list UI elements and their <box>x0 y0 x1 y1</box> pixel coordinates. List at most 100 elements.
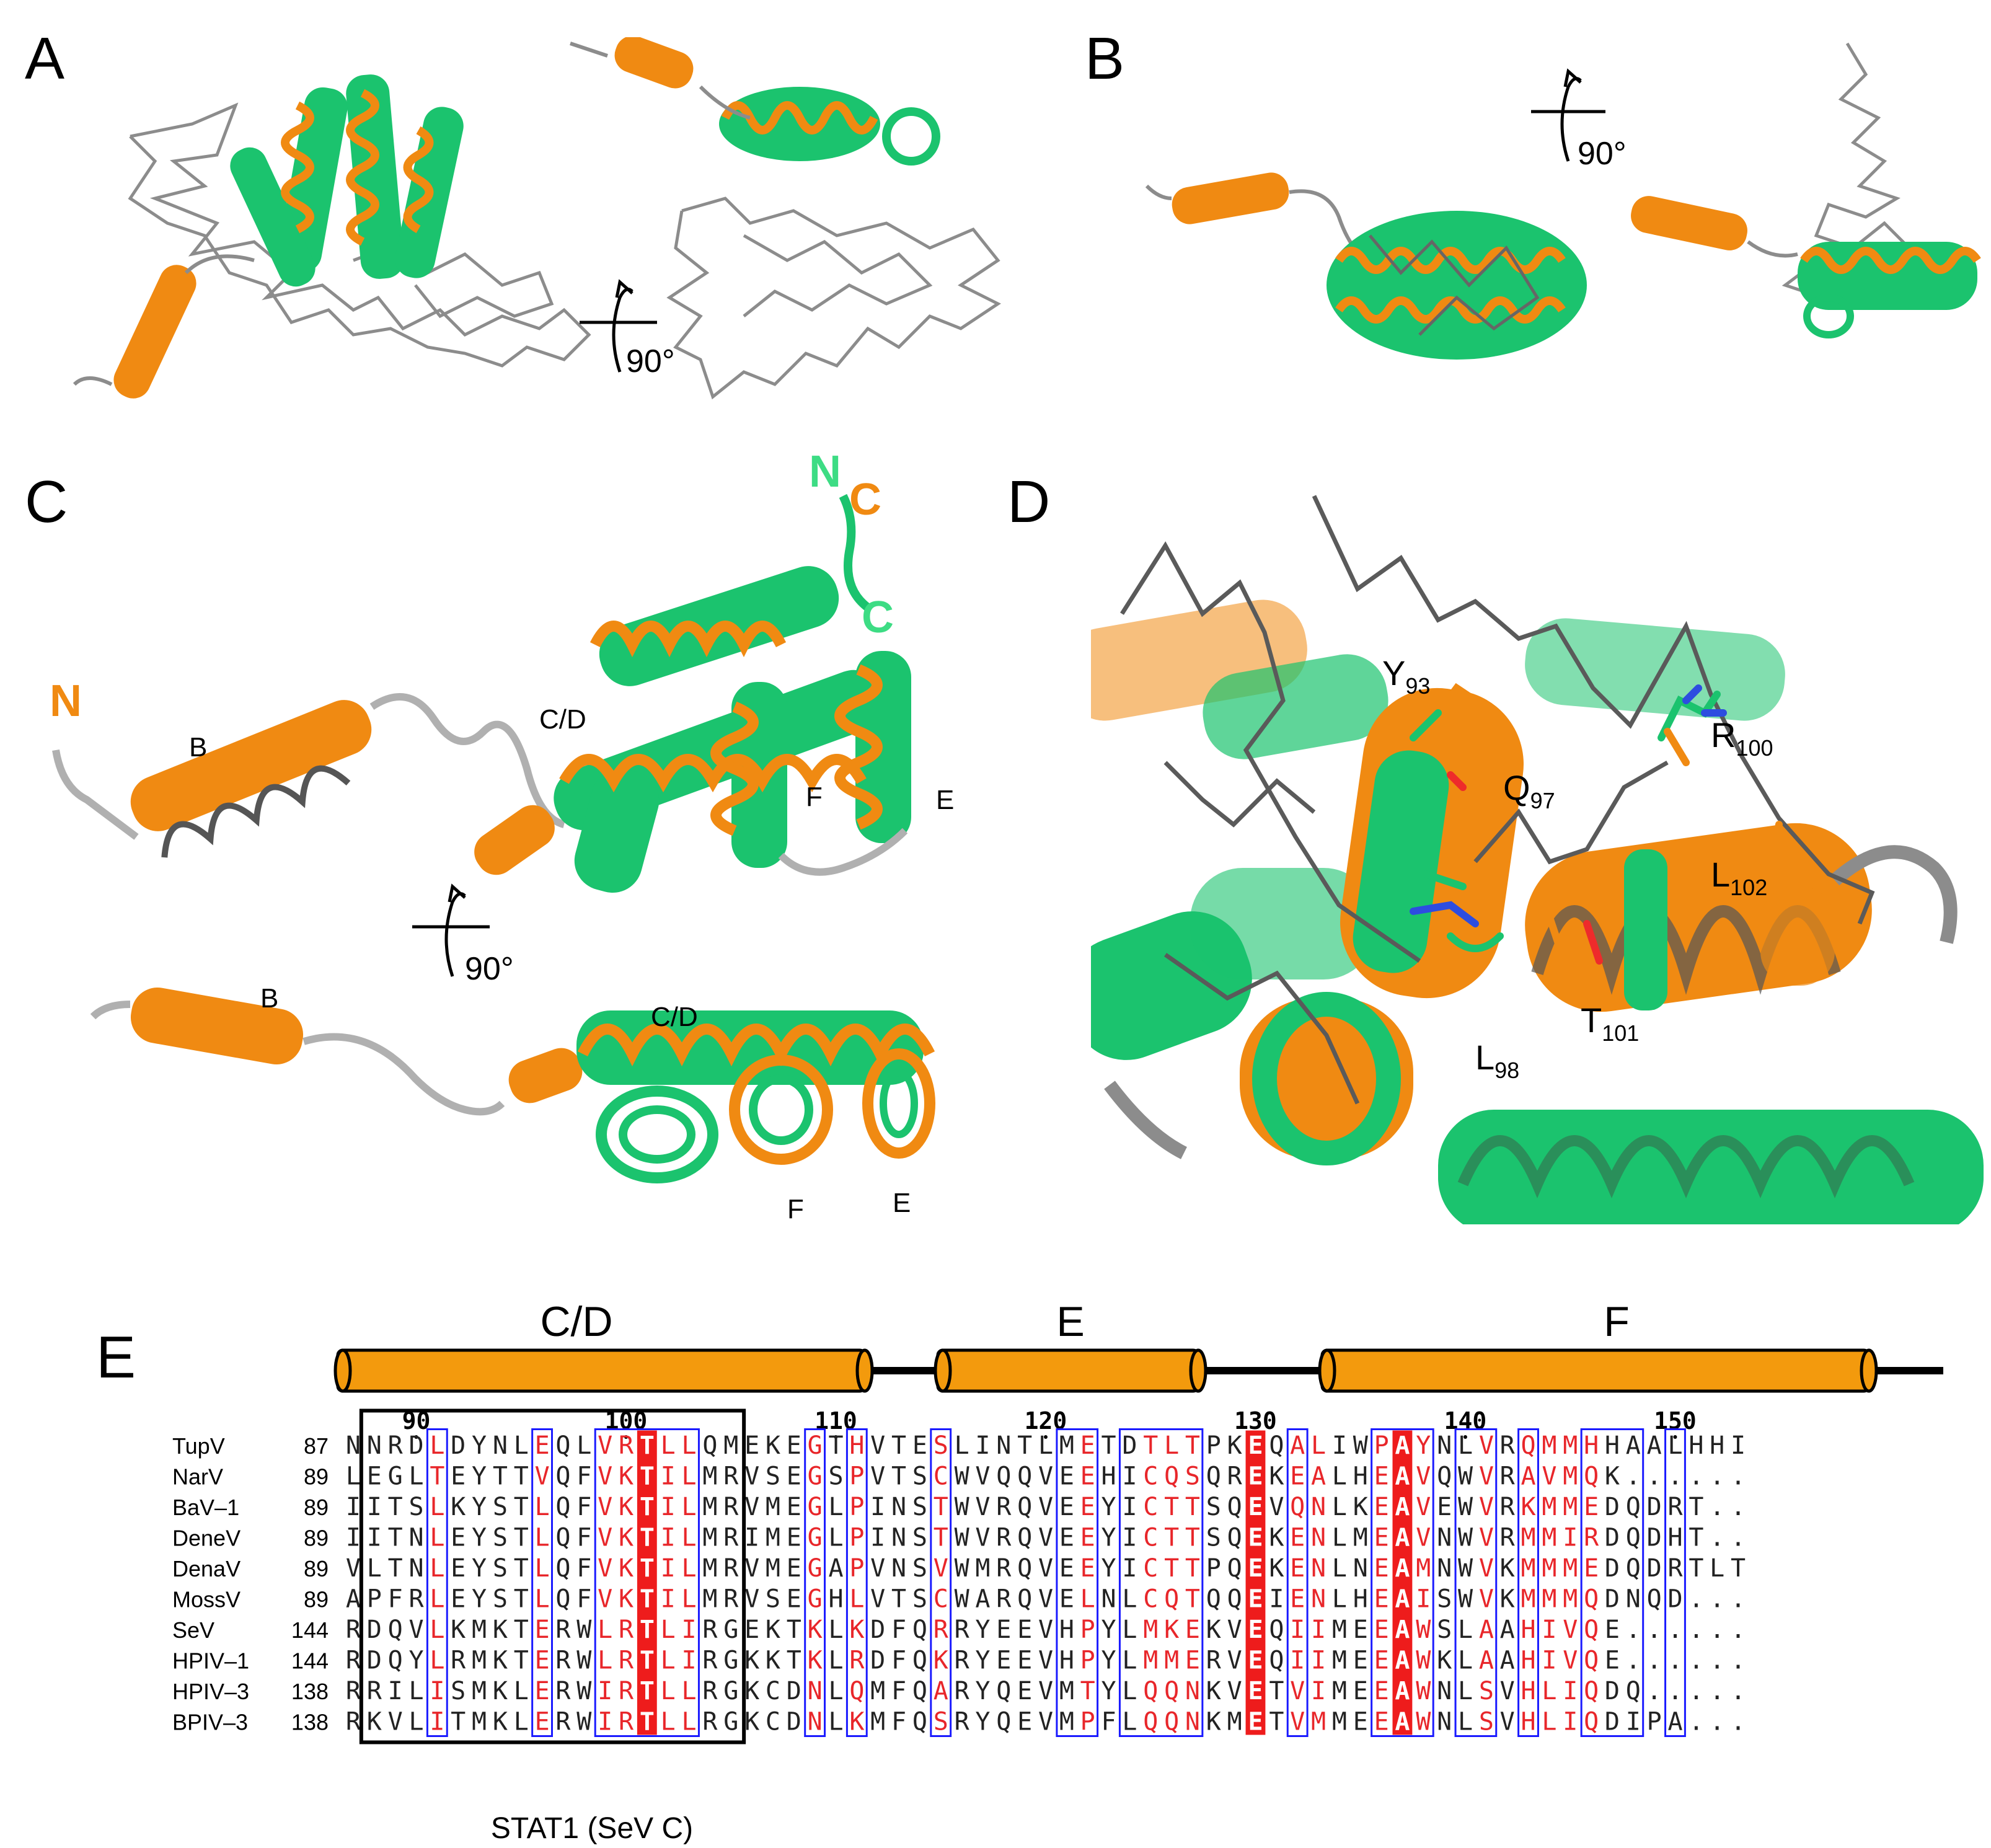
identical-column <box>637 1430 657 1735</box>
panel-d-structure: Y93 R100 Q97 L102 T101 L98 <box>1091 490 1990 1224</box>
c-helix-f-label-bottom: F <box>787 1194 804 1224</box>
similarity-box <box>594 1428 700 1737</box>
similarity-box <box>1371 1428 1434 1737</box>
sequence-name: DeneV <box>172 1526 241 1551</box>
svg-text:Q97: Q97 <box>1503 768 1555 813</box>
similarity-box <box>804 1428 826 1737</box>
c-n-terminus-orange: N <box>50 676 82 726</box>
c-helix-cd-label-bottom: C/D <box>651 1002 698 1032</box>
residue-label-y93: Y93 <box>1382 653 1430 699</box>
residue-label-l98: L98 <box>1475 1038 1519 1083</box>
ruler-tick <box>1463 1435 1467 1439</box>
ruler-tick <box>1043 1435 1048 1439</box>
ruler-tick <box>834 1435 838 1439</box>
stat1-region-box <box>359 1408 746 1744</box>
residue-label-l102: L102 <box>1711 855 1767 900</box>
c-helix-e-label: E <box>936 785 954 815</box>
rotation-arrow <box>412 883 490 977</box>
svg-text:Y93: Y93 <box>1382 653 1430 699</box>
ruler-tick-label: 140 <box>1444 1407 1487 1435</box>
sequence-name: HPIV–3 <box>172 1679 249 1704</box>
similarity-box <box>531 1428 554 1737</box>
rotation-arrow <box>1531 68 1605 162</box>
residue-label-t101: T101 <box>1581 1001 1639 1046</box>
similarity-box <box>1286 1428 1309 1737</box>
svg-text:R100: R100 <box>1711 715 1773 761</box>
sequence-start: 138 <box>291 1710 329 1735</box>
b-right-molecule <box>1631 196 1981 338</box>
rotation-label: 90° <box>1578 136 1627 172</box>
stat1-box-label: STAT1 (SeV C) <box>491 1812 693 1845</box>
b-left-molecule <box>1145 172 1587 360</box>
panel-a-structure: 90° <box>73 37 1001 400</box>
svg-text:L102: L102 <box>1711 855 1767 900</box>
panel-c-structure: N B C/D F E N C C 90° B C/D F E <box>50 447 954 1224</box>
sequence-start: 87 <box>304 1433 329 1459</box>
c-top-view <box>52 493 911 893</box>
c-c-terminus-green: C <box>862 593 894 642</box>
c-helix-b-label-bottom: B <box>260 983 278 1014</box>
similarity-box <box>1580 1428 1644 1737</box>
panel-label-e: E <box>96 1324 136 1390</box>
similarity-box <box>845 1428 868 1737</box>
c-bottom-view <box>90 988 935 1183</box>
ruler-tick <box>624 1435 628 1439</box>
sequence-name: DenaV <box>172 1556 241 1581</box>
ruler-tick-label: 150 <box>1654 1407 1697 1435</box>
side-chains <box>1410 683 1783 989</box>
ruler-tick-label: 120 <box>1025 1407 1067 1435</box>
panel-label-d: D <box>1007 469 1051 535</box>
c-n-terminus-green: N <box>809 447 841 497</box>
sequence-name: MossV <box>172 1587 241 1612</box>
orange-helix-b <box>73 254 255 399</box>
c-helix-b-label: B <box>189 732 207 763</box>
helix-e-label: E <box>1056 1298 1084 1345</box>
green-helix-top-right <box>570 37 940 166</box>
residue-label-q97: Q97 <box>1503 768 1555 813</box>
sequence-start: 89 <box>304 1526 329 1551</box>
sequence-name: NarV <box>172 1464 223 1490</box>
green-helix-bundle <box>230 74 464 287</box>
similarity-box <box>1454 1428 1498 1737</box>
ruler-tick <box>414 1435 418 1439</box>
sequence-name: SeV <box>172 1617 214 1643</box>
c-helix-f-label: F <box>806 782 823 812</box>
panel-label-b: B <box>1085 25 1125 92</box>
sequence-name: BPIV–3 <box>172 1710 248 1735</box>
grey-backbone-trace <box>128 102 591 368</box>
similarity-box <box>1664 1428 1686 1737</box>
svg-text:L98: L98 <box>1475 1038 1519 1083</box>
sequence-name: HPIV–1 <box>172 1648 249 1674</box>
sequence-start: 89 <box>304 1556 329 1581</box>
sequence-start: 144 <box>291 1617 329 1643</box>
rotation-arrow <box>580 279 657 373</box>
helix-f-cylinder <box>1318 1348 1878 1393</box>
residue-label-r100: R100 <box>1711 715 1773 761</box>
sequence-start: 138 <box>291 1679 329 1704</box>
ruler-tick-label: 110 <box>814 1407 857 1435</box>
sequence-start: 89 <box>304 1464 329 1490</box>
grey-ca-trace <box>1120 541 1421 963</box>
ruler-tick <box>1673 1435 1677 1439</box>
similarity-box <box>1517 1428 1539 1737</box>
helix-f-label: F <box>1604 1298 1630 1345</box>
similarity-box <box>1056 1428 1099 1737</box>
sequence-name: BaV–1 <box>172 1495 239 1520</box>
similarity-box <box>426 1428 448 1737</box>
rotation-label: 90° <box>626 343 675 379</box>
c-c-terminus-orange: C <box>849 475 881 524</box>
similarity-box <box>1118 1428 1204 1737</box>
ruler-tick-label: 130 <box>1234 1407 1277 1435</box>
helix-e-cylinder <box>934 1348 1207 1393</box>
helix-cd-cylinder <box>333 1348 874 1393</box>
